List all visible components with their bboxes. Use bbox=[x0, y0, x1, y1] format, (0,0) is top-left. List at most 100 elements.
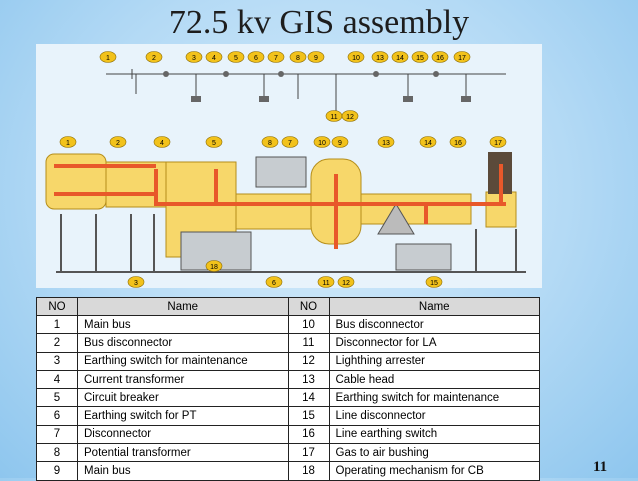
component-label-marker: 5 bbox=[227, 51, 245, 63]
component-number-cell: 13 bbox=[287, 369, 330, 390]
component-label-marker: 8 bbox=[261, 136, 279, 148]
component-name-cell: Current transformer bbox=[77, 369, 289, 390]
component-label-marker: 5 bbox=[205, 136, 223, 148]
component-number-cell: 4 bbox=[36, 369, 78, 390]
component-label-text: 9 bbox=[314, 55, 318, 62]
component-label-marker: 4 bbox=[205, 51, 223, 63]
component-number-cell: 17 bbox=[287, 443, 330, 463]
component-label-marker: 11 bbox=[317, 276, 335, 288]
component-label-text: 12 bbox=[342, 280, 350, 287]
component-label-marker: 9 bbox=[307, 51, 325, 63]
component-label-text: 2 bbox=[116, 140, 120, 147]
component-label-text: 14 bbox=[424, 140, 432, 147]
component-label-text: 14 bbox=[396, 55, 404, 62]
component-label-text: 9 bbox=[338, 140, 342, 147]
component-label-marker: 4 bbox=[153, 136, 171, 148]
component-name-cell: Operating mechanism for CB bbox=[328, 461, 540, 481]
component-label-marker: 14 bbox=[419, 136, 437, 148]
component-label-marker: 10 bbox=[347, 51, 365, 63]
component-label-text: 15 bbox=[416, 55, 424, 62]
component-label-marker: 1 bbox=[99, 51, 117, 63]
component-number-cell: 5 bbox=[36, 388, 78, 408]
component-number-cell: 10 bbox=[287, 314, 330, 335]
component-label-marker: 8 bbox=[289, 51, 307, 63]
component-name-cell: Earthing switch for maintenance bbox=[328, 388, 540, 408]
component-label-text: 7 bbox=[274, 55, 278, 62]
component-label-text: 7 bbox=[288, 140, 292, 147]
component-name-cell: Bus disconnector bbox=[77, 333, 289, 353]
component-name-cell: Potential transformer bbox=[77, 443, 289, 463]
slide-title: 72.5 kv GIS assembly bbox=[168, 4, 470, 41]
component-label-marker: 12 bbox=[337, 276, 355, 288]
component-name-cell: Earthing switch for PT bbox=[77, 406, 289, 426]
component-label-text: 6 bbox=[272, 280, 276, 287]
component-label-marker: 11 bbox=[325, 110, 343, 122]
assembly-drawing bbox=[45, 152, 526, 273]
component-name-cell: Disconnector for LA bbox=[328, 333, 540, 353]
component-label-text: 12 bbox=[346, 114, 354, 121]
component-name-cell: Gas to air bushing bbox=[328, 443, 540, 463]
component-number-cell: 6 bbox=[36, 406, 78, 426]
component-label-text: 11 bbox=[330, 114, 337, 121]
component-label-marker: 6 bbox=[247, 51, 265, 63]
component-number-cell: 11 bbox=[287, 333, 330, 353]
single-line-diagram bbox=[106, 69, 506, 114]
component-label-text: 3 bbox=[134, 280, 138, 287]
component-label-text: 10 bbox=[318, 140, 326, 147]
component-label-text: 13 bbox=[376, 55, 384, 62]
component-label-marker: 3 bbox=[185, 51, 203, 63]
component-label-marker: 17 bbox=[489, 136, 507, 148]
component-label-marker: 18 bbox=[205, 260, 223, 272]
component-label-text: 5 bbox=[234, 55, 238, 62]
header-no-1: NO bbox=[36, 297, 78, 316]
component-label-text: 16 bbox=[454, 140, 462, 147]
component-name-cell: Disconnector bbox=[77, 424, 289, 445]
component-name-cell: Circuit breaker bbox=[77, 388, 289, 408]
component-number-cell: 8 bbox=[36, 443, 78, 463]
component-label-marker: 3 bbox=[127, 276, 145, 288]
component-label-text: 8 bbox=[268, 140, 272, 147]
component-label-marker: 16 bbox=[449, 136, 467, 148]
component-label-marker: 2 bbox=[109, 136, 127, 148]
header-no-2: NO bbox=[287, 297, 330, 316]
header-name-1: Name bbox=[77, 297, 289, 316]
component-number-cell: 12 bbox=[287, 351, 330, 371]
component-label-text: 5 bbox=[212, 140, 216, 147]
component-number-cell: 15 bbox=[287, 406, 330, 426]
component-name-cell: Main bus bbox=[77, 461, 289, 481]
component-label-marker: 2 bbox=[145, 51, 163, 63]
component-label-text: 15 bbox=[430, 280, 438, 287]
component-label-text: 1 bbox=[106, 55, 110, 62]
component-label-marker: 13 bbox=[377, 136, 395, 148]
component-label-text: 1 bbox=[66, 140, 70, 147]
component-label-text: 10 bbox=[352, 55, 360, 62]
component-label-marker: 14 bbox=[391, 51, 409, 63]
component-label-marker: 15 bbox=[425, 276, 443, 288]
component-label-text: 17 bbox=[494, 140, 502, 147]
header-name-2: Name bbox=[328, 297, 540, 316]
component-label-marker: 15 bbox=[411, 51, 429, 63]
component-name-cell: Bus disconnector bbox=[328, 314, 540, 335]
component-name-cell: Earthing switch for maintenance bbox=[77, 351, 289, 371]
component-label-text: 3 bbox=[192, 55, 196, 62]
component-label-marker: 7 bbox=[281, 136, 299, 148]
component-label-text: 11 bbox=[322, 280, 329, 287]
component-number-cell: 7 bbox=[36, 424, 78, 445]
component-number-cell: 2 bbox=[36, 333, 78, 353]
component-number-cell: 9 bbox=[36, 461, 78, 481]
component-label-marker: 13 bbox=[371, 51, 389, 63]
component-number-cell: 14 bbox=[287, 388, 330, 408]
component-name-cell: Main bus bbox=[77, 314, 289, 335]
component-label-marker: 16 bbox=[431, 51, 449, 63]
component-label-text: 18 bbox=[210, 264, 218, 271]
component-label-text: 4 bbox=[212, 55, 216, 62]
component-number-cell: 3 bbox=[36, 351, 78, 371]
